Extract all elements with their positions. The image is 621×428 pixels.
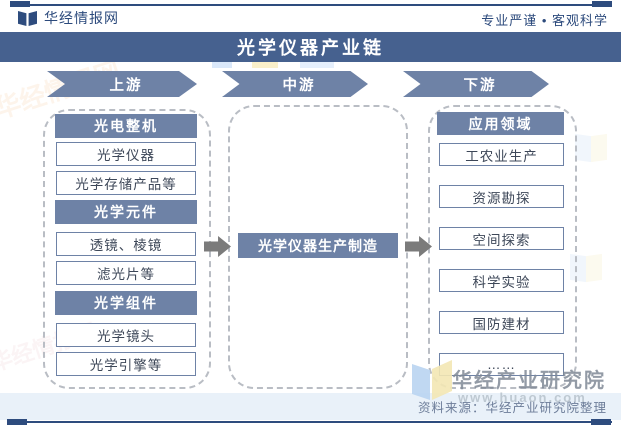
upstream-group-header: 光电整机 xyxy=(55,114,197,138)
downstream-item: 国防建材 xyxy=(439,311,564,334)
top-divider-cap-left xyxy=(10,1,30,7)
upstream-group-header: 光学组件 xyxy=(55,291,197,315)
upstream-item: 透镜、棱镜 xyxy=(56,232,196,256)
stage-label: 下游 xyxy=(463,77,497,94)
downstream-item: 空间探索 xyxy=(439,227,564,250)
top-divider-cap-right xyxy=(592,1,612,7)
upstream-group-header: 光学元件 xyxy=(55,200,197,224)
watermark-book-icon xyxy=(412,360,452,400)
stage-banner-midstream: 中游 xyxy=(222,71,368,97)
title-bar: 光学仪器产业链 xyxy=(0,32,621,62)
bottom-divider-cap-left xyxy=(7,419,27,425)
stage-label: 上游 xyxy=(109,77,143,94)
upstream-item: 光学仪器 xyxy=(56,142,196,166)
downstream-item: 资源勘探 xyxy=(439,185,564,208)
top-divider xyxy=(10,4,612,6)
stage-banner-upstream: 上游 xyxy=(47,71,197,97)
downstream-item: …… xyxy=(439,353,564,376)
page-title: 光学仪器产业链 xyxy=(237,38,384,58)
data-source: 资料来源：华经产业研究院整理 xyxy=(417,401,607,415)
footer-bar xyxy=(0,393,621,420)
upstream-item: 光学引擎等 xyxy=(56,352,196,376)
bottom-divider xyxy=(10,421,612,423)
downstream-item: 科学实验 xyxy=(439,269,564,292)
book-logo-icon xyxy=(18,10,37,26)
watermark-site: www.huaon.com xyxy=(458,390,587,405)
midstream-box: 光学仪器生产制造 xyxy=(238,233,398,258)
background-color-patch xyxy=(252,61,278,68)
brand-name: 华经情报网 xyxy=(44,10,119,26)
watermark-brand: 华经产业研究院 xyxy=(452,370,606,392)
slogan: 专业严谨 • 客观科学 xyxy=(481,13,608,28)
upstream-item: 滤光片等 xyxy=(56,261,196,285)
stage-label: 中游 xyxy=(282,77,316,94)
upstream-item: 光学存储产品等 xyxy=(56,171,196,195)
upstream-item: 光学镜头 xyxy=(56,323,196,347)
background-color-patch xyxy=(300,61,334,68)
downstream-header: 应用领域 xyxy=(437,112,564,135)
downstream-item: 工农业生产 xyxy=(439,143,564,166)
background-color-patch xyxy=(212,60,232,68)
brand: 华经情报网 xyxy=(17,8,119,28)
bottom-divider-cap-right xyxy=(591,419,611,425)
stage-banner-downstream: 下游 xyxy=(403,71,549,97)
